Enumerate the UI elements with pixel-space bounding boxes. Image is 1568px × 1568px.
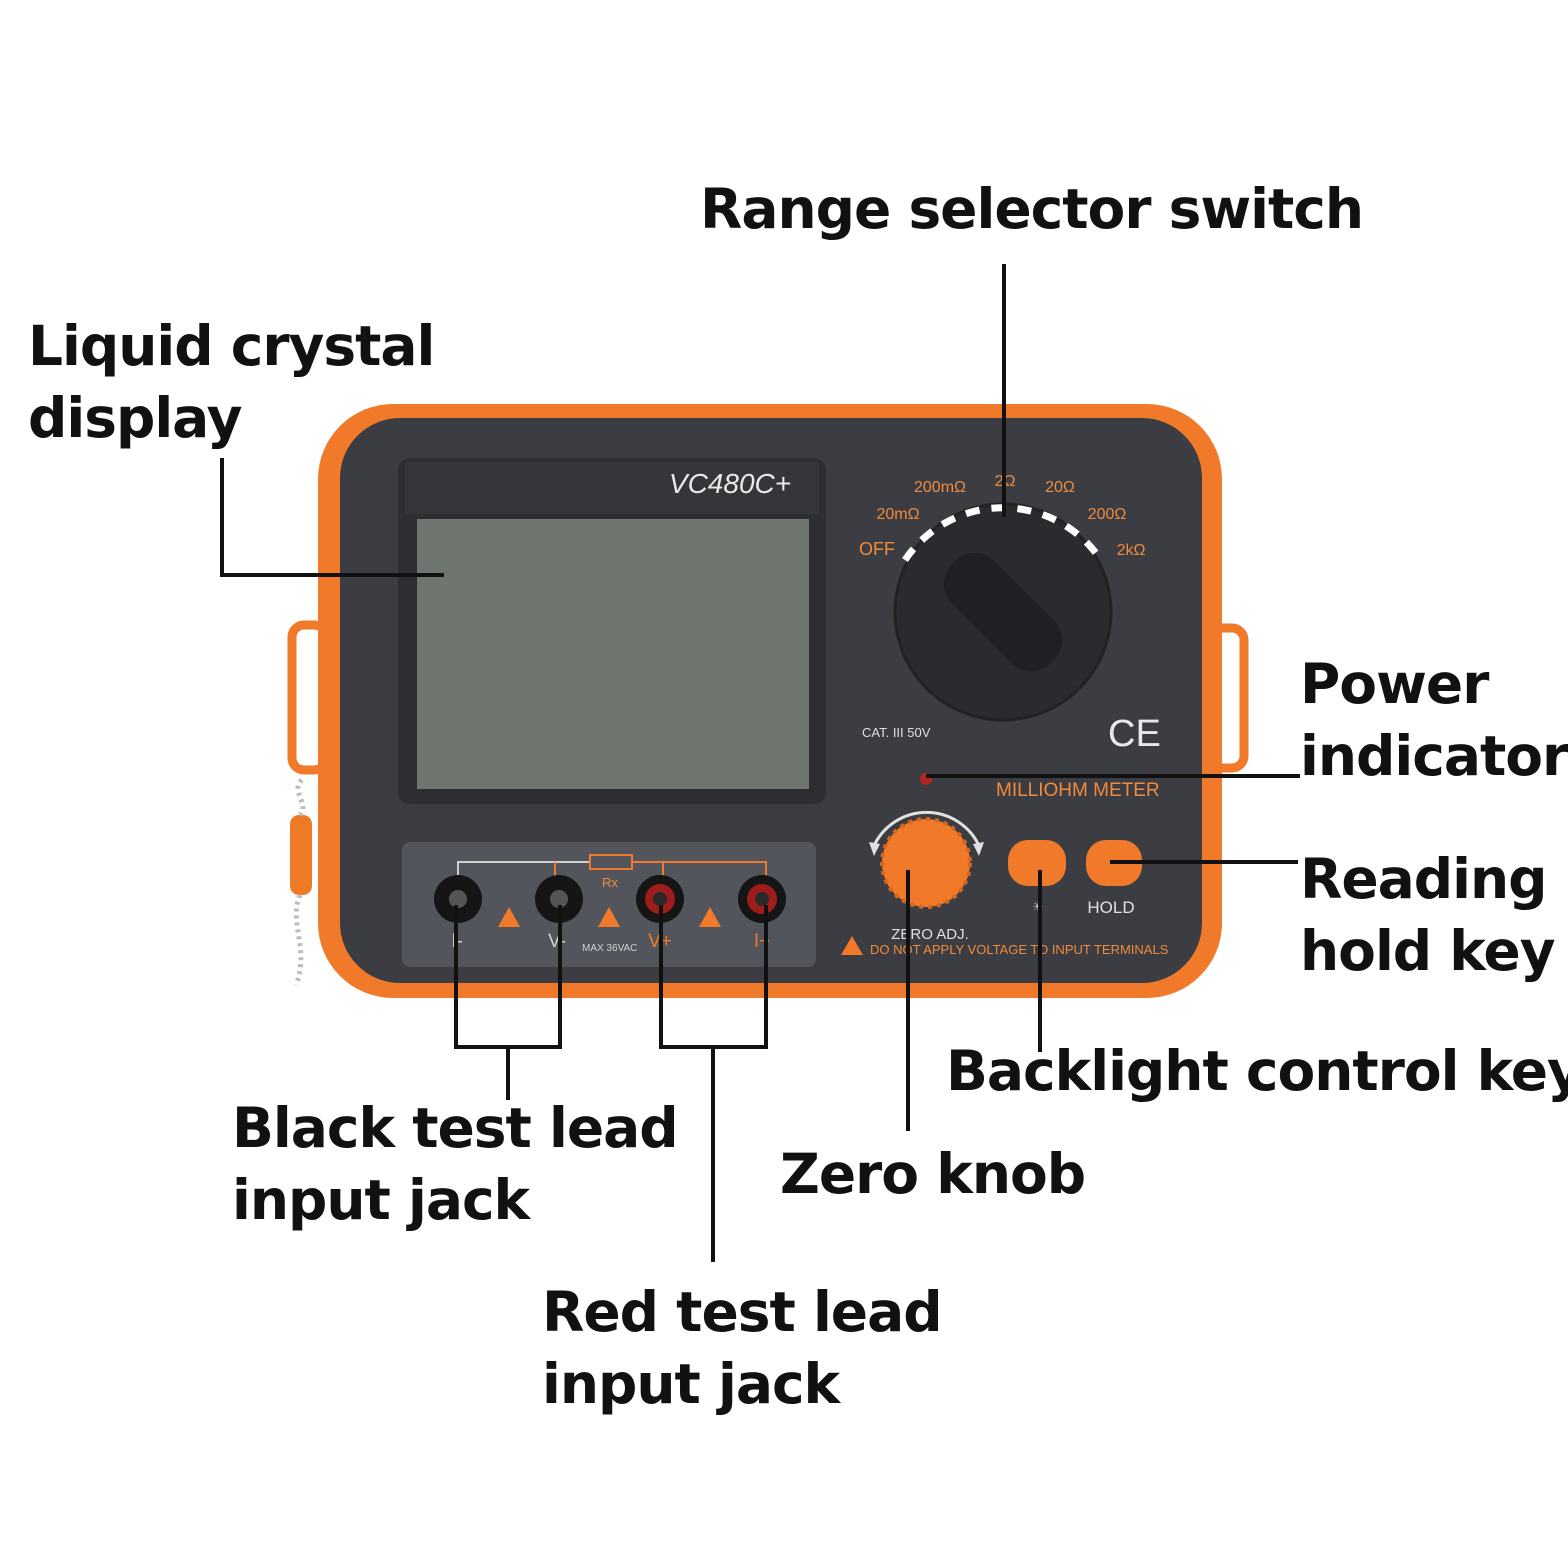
dial-label-2k: 2kΩ: [1117, 542, 1146, 559]
warning-triangle-icon: [498, 907, 520, 927]
ce-mark: CE: [1108, 713, 1161, 755]
label-zero-knob: Zero knob: [780, 1142, 1086, 1206]
jack-i-plus[interactable]: [738, 875, 786, 923]
meter-name: MILLIOHM METER: [996, 780, 1160, 801]
chain-keyring: [290, 778, 312, 986]
dial-label-off: OFF: [859, 539, 895, 559]
leader-red-jack: [659, 905, 768, 1049]
leader-lcd: [220, 458, 444, 577]
warning-triangle-icon: [699, 907, 721, 927]
warning-triangle-icon: [598, 907, 620, 927]
label-power-indicator: Power indicator: [1300, 652, 1568, 788]
hold-label: HOLD: [1087, 898, 1134, 917]
label-reading-hold-key: Reading hold key: [1300, 847, 1556, 983]
leader-black-jack: [454, 905, 562, 1049]
warning-text: DO NOT APPLY VOLTAGE TO INPUT TERMINALS: [870, 942, 1169, 957]
rx-label: Rx: [602, 875, 618, 890]
jack-v-plus[interactable]: [636, 875, 684, 923]
label-liquid-crystal-display: Liquid crystal display: [28, 314, 435, 450]
label-black-test-lead-input-jack: Black test lead input jack: [232, 1096, 679, 1232]
dial-label-20: 20Ω: [1045, 479, 1075, 496]
cat-rating: CAT. III 50V: [862, 725, 931, 740]
label-backlight-control-key: Backlight control key: [946, 1039, 1568, 1103]
jack-i-minus[interactable]: [434, 875, 482, 923]
model-name: VC480C+: [669, 468, 791, 499]
max-voltage-label: MAX 36VAC: [582, 943, 637, 954]
backlight-key[interactable]: [1008, 840, 1066, 886]
label-range-selector-switch: Range selector switch: [700, 177, 1364, 241]
dial-label-200m: 200mΩ: [914, 479, 966, 496]
lcd-screen: [417, 519, 809, 789]
jack-v-minus[interactable]: [535, 875, 583, 923]
dial-label-200: 200Ω: [1088, 506, 1127, 523]
zero-adj-label: ZERO ADJ.: [891, 926, 969, 943]
label-red-test-lead-input-jack: Red test lead input jack: [542, 1280, 943, 1416]
warning-triangle-icon: [841, 936, 863, 955]
dial-label-20m: 20mΩ: [876, 506, 919, 523]
zero-adjust-knob[interactable]: [869, 810, 984, 909]
terminal-panel: [402, 842, 816, 967]
